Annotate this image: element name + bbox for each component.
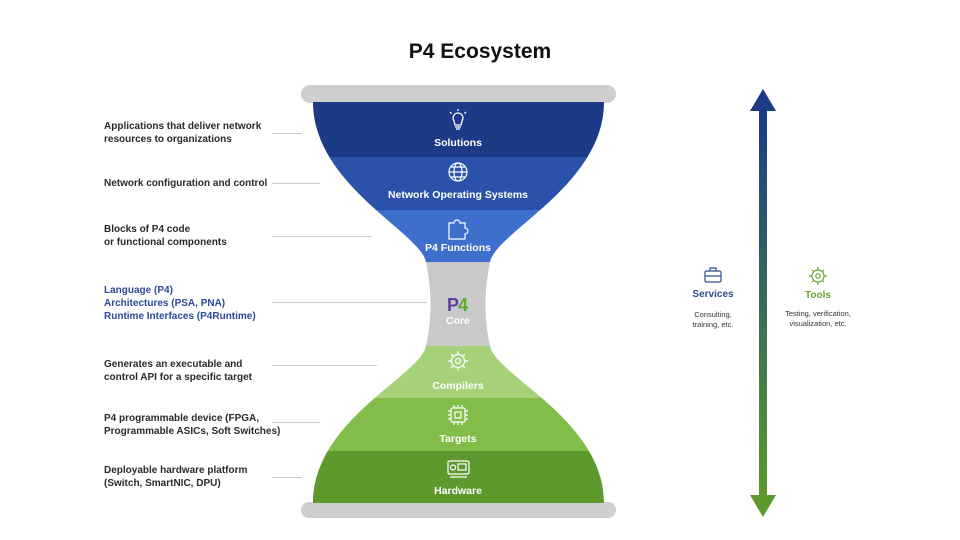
description-line: P4 programmable device (FPGA, xyxy=(104,413,260,424)
layer-band-hardware xyxy=(313,451,604,503)
description-line: Language (P4) xyxy=(104,285,173,296)
description-nos: Network configuration and control xyxy=(104,177,267,190)
briefcase-icon xyxy=(704,267,722,283)
description-line: control API for a specific target xyxy=(104,372,252,383)
leader-line xyxy=(272,133,302,134)
description-hardware: Deployable hardware platform (Switch, Sm… xyxy=(104,464,247,490)
layer-label-functions: P4 Functions xyxy=(425,242,491,254)
svg-text:P: P xyxy=(447,295,459,315)
network-card-icon xyxy=(447,460,470,478)
gear-icon xyxy=(448,351,468,371)
description-line: Applications that deliver network xyxy=(104,121,262,132)
description-functions: Blocks of P4 code or functional componen… xyxy=(104,223,227,249)
description-line: Network configuration and control xyxy=(104,178,268,189)
layer-label-targets: Targets xyxy=(439,433,476,445)
services-subtitle-line: training, etc. xyxy=(692,320,734,329)
tools-subtitle-line: visualization, etc. xyxy=(789,319,847,328)
tools-gear-icon xyxy=(809,267,827,285)
tools-subtitle: Testing, verification, visualization, et… xyxy=(773,309,863,329)
globe-icon xyxy=(448,162,468,182)
leader-line xyxy=(272,365,377,366)
layer-label-hardware: Hardware xyxy=(434,485,482,497)
leader-line xyxy=(272,236,372,237)
description-line: (Switch, SmartNIC, DPU) xyxy=(104,478,221,489)
services-subtitle: Consulting, training, etc. xyxy=(673,310,753,330)
description-line: Architectures (PSA, PNA) xyxy=(104,298,226,309)
description-line: or functional components xyxy=(104,237,227,248)
svg-text:4: 4 xyxy=(458,295,468,315)
layer-band-functions xyxy=(313,210,604,262)
description-core: Language (P4) Architectures (PSA, PNA) R… xyxy=(104,284,256,323)
chip-icon xyxy=(448,405,468,425)
description-line: Blocks of P4 code xyxy=(104,224,191,235)
layer-label-compilers: Compilers xyxy=(432,380,484,392)
leader-line xyxy=(272,422,320,423)
leader-line xyxy=(272,183,320,184)
hourglass-bottom-cap xyxy=(301,502,616,518)
description-compilers: Generates an executable and control API … xyxy=(104,358,252,384)
services-title: Services xyxy=(692,289,734,300)
hourglass-top-cap xyxy=(301,85,616,103)
description-line: Deployable hardware platform xyxy=(104,465,248,476)
lightbulb-icon xyxy=(449,109,467,130)
layer-label-solutions: Solutions xyxy=(434,137,482,149)
description-line: Programmable ASICs, Soft Switches) xyxy=(104,426,281,437)
tools-subtitle-line: Testing, verification, xyxy=(785,309,851,318)
leader-line xyxy=(272,477,302,478)
description-line: resources to organizations xyxy=(104,134,232,145)
lifecycle-double-arrow xyxy=(750,89,776,517)
page-title: P4 Ecosystem xyxy=(408,40,552,63)
description-line: Runtime Interfaces (P4Runtime) xyxy=(104,311,256,322)
description-targets: P4 programmable device (FPGA, Programmab… xyxy=(104,412,280,438)
tools-title: Tools xyxy=(805,290,831,301)
layer-label-core: Core xyxy=(446,315,470,327)
layer-label-nos: Network Operating Systems xyxy=(388,189,528,201)
description-solutions: Applications that deliver network resour… xyxy=(104,120,261,146)
description-line: Generates an executable and xyxy=(104,359,243,370)
leader-line xyxy=(272,302,427,303)
services-subtitle-line: Consulting, xyxy=(694,310,732,319)
puzzle-icon xyxy=(448,219,469,240)
p4-logo: P 4 xyxy=(447,295,468,315)
